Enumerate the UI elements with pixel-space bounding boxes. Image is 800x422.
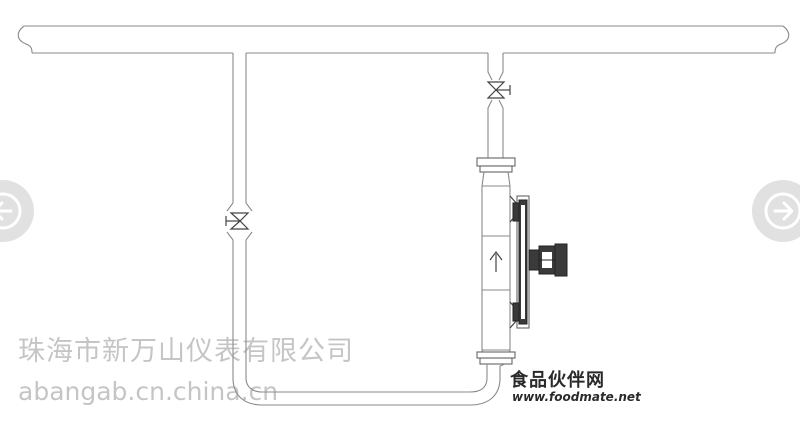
- flow-direction-arrow: [489, 251, 503, 272]
- main-header-pipe: [17, 25, 790, 54]
- sensor-tube: [509, 195, 530, 329]
- upper-branch-pipe: [487, 53, 504, 158]
- bypass-valve: [225, 212, 250, 230]
- next-image-button[interactable]: [752, 180, 800, 242]
- company-watermark: 珠海市新万山仪表有限公司: [18, 336, 354, 367]
- site-logo-name: 食品伙伴网: [510, 370, 605, 391]
- arrow-right-icon: [764, 192, 800, 230]
- left-bypass-pipe: [226, 53, 501, 406]
- transmitter-head: [528, 243, 568, 277]
- arrow-left-icon: [0, 192, 22, 230]
- upper-valve: [486, 81, 511, 99]
- flowmeter-body: [476, 157, 516, 367]
- domain-watermark: abangab.cn.china.cn: [18, 377, 279, 406]
- site-logo-url: www.foodmate.net: [512, 390, 641, 404]
